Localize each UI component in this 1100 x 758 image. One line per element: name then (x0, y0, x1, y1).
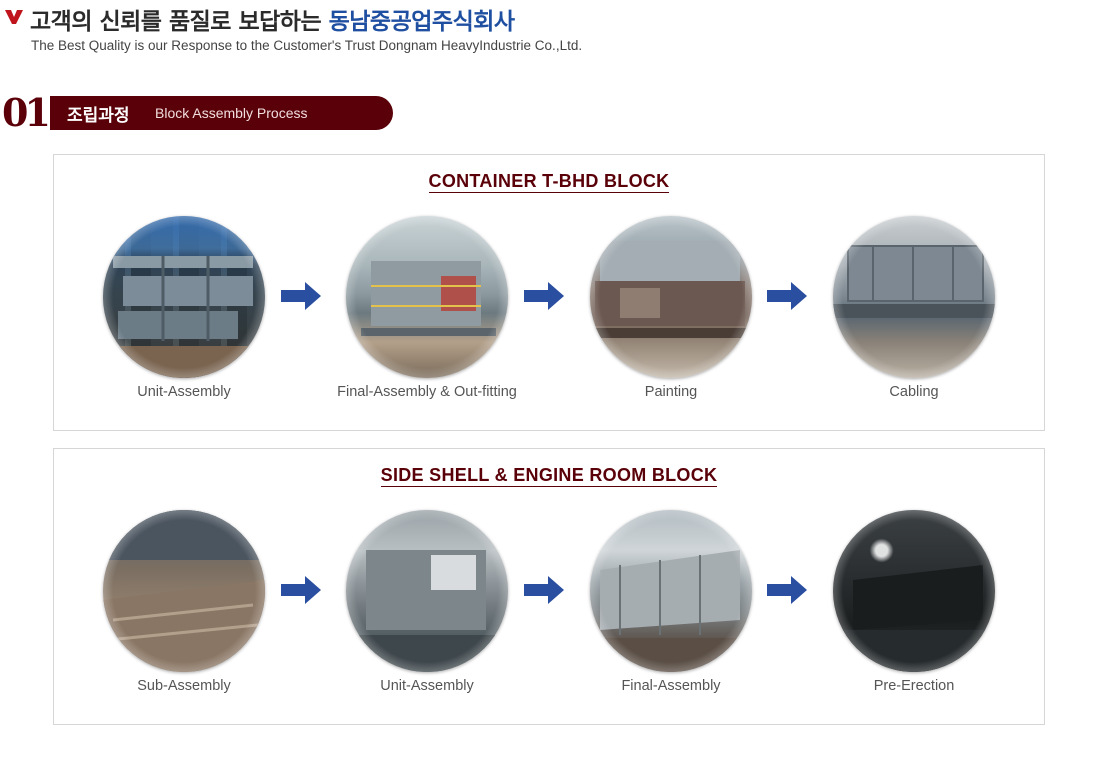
page-title: 고객의 신뢰를 품질로 보답하는 동남중공업주식회사 (30, 2, 515, 36)
v-chevron-icon (5, 10, 23, 24)
step-photo (346, 216, 508, 378)
right-arrow-icon (767, 282, 807, 310)
step-photo (590, 510, 752, 672)
step-photo (346, 510, 508, 672)
section-title-bar: 조립과정 Block Assembly Process (50, 96, 393, 130)
right-arrow-icon (281, 576, 321, 604)
step-photo (103, 510, 265, 672)
right-arrow-icon (524, 282, 564, 310)
section-title-kr: 조립과정 (67, 106, 130, 126)
process-step: Final-Assembly (561, 510, 781, 694)
process-step: Cabling (804, 216, 1024, 400)
right-arrow-icon (281, 282, 321, 310)
section-heading: 01 조립과정 Block Assembly Process (0, 93, 400, 133)
step-label: Cabling (889, 384, 939, 400)
step-label: Pre-Erection (873, 678, 955, 694)
step-label: Final-Assembly (621, 678, 721, 694)
process-step: Unit-Assembly (317, 510, 537, 694)
page-subtitle: The Best Quality is our Response to the … (31, 38, 583, 53)
process-step: Sub-Assembly (74, 510, 294, 694)
step-label: Unit-Assembly (137, 384, 231, 400)
company-name: 동남중공업주식회사 (328, 9, 515, 35)
page-header: 고객의 신뢰를 품질로 보답하는 동남중공업주식회사 The Best Qual… (0, 0, 1100, 60)
process-step: Pre-Erection (804, 510, 1024, 694)
right-arrow-icon (767, 576, 807, 604)
panel-title: CONTAINER T-BHD BLOCK (428, 171, 670, 193)
process-step: Painting (561, 216, 781, 400)
panel-title: SIDE SHELL & ENGINE ROOM BLOCK (380, 465, 718, 487)
step-label: Sub-Assembly (137, 678, 231, 694)
step-label: Final-Assembly & Out-fitting (337, 384, 517, 400)
step-photo (833, 510, 995, 672)
step-label: Unit-Assembly (380, 678, 474, 694)
section-number: 01 (2, 90, 51, 135)
step-photo (833, 216, 995, 378)
title-prefix: 고객의 신뢰를 품질로 보답하는 (30, 9, 329, 35)
step-label: Painting (644, 384, 698, 400)
process-step: Final-Assembly & Out-fitting (317, 216, 537, 400)
step-photo (590, 216, 752, 378)
process-step: Unit-Assembly (74, 216, 294, 400)
section-title-en: Block Assembly Process (155, 105, 308, 121)
process-panel-container-tbhd: CONTAINER T-BHD BLOCK Unit-Assembly (53, 154, 1045, 431)
process-panel-side-shell: SIDE SHELL & ENGINE ROOM BLOCK Sub-Assem… (53, 448, 1045, 725)
step-photo (103, 216, 265, 378)
right-arrow-icon (524, 576, 564, 604)
